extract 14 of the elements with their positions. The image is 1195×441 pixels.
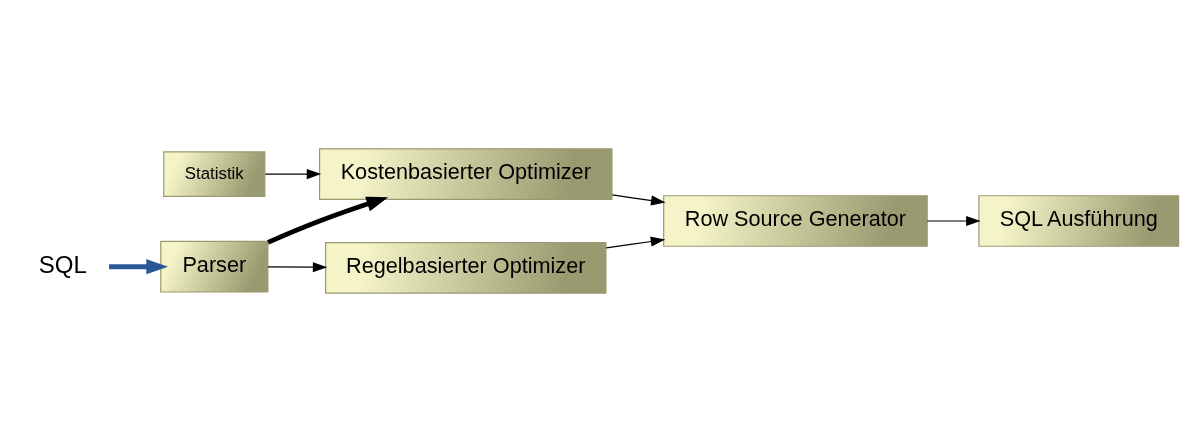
arrow bbox=[264, 168, 322, 179]
node-text: SQL bbox=[38, 250, 87, 278]
node-box: Row Source Generator bbox=[663, 194, 928, 247]
arrow bbox=[109, 258, 169, 274]
node-box: Kostenbasierter Optimizer bbox=[318, 147, 613, 200]
node-box: Parser bbox=[160, 240, 269, 293]
node-box: Regelbasierter Optimizer bbox=[325, 241, 607, 294]
arrow bbox=[605, 236, 666, 249]
arrow bbox=[926, 215, 981, 226]
arrow bbox=[611, 193, 666, 205]
node-box: Statistik bbox=[163, 150, 266, 197]
node-box: SQL Ausführung bbox=[978, 194, 1180, 247]
arrow bbox=[267, 196, 389, 245]
arrow bbox=[267, 261, 328, 272]
